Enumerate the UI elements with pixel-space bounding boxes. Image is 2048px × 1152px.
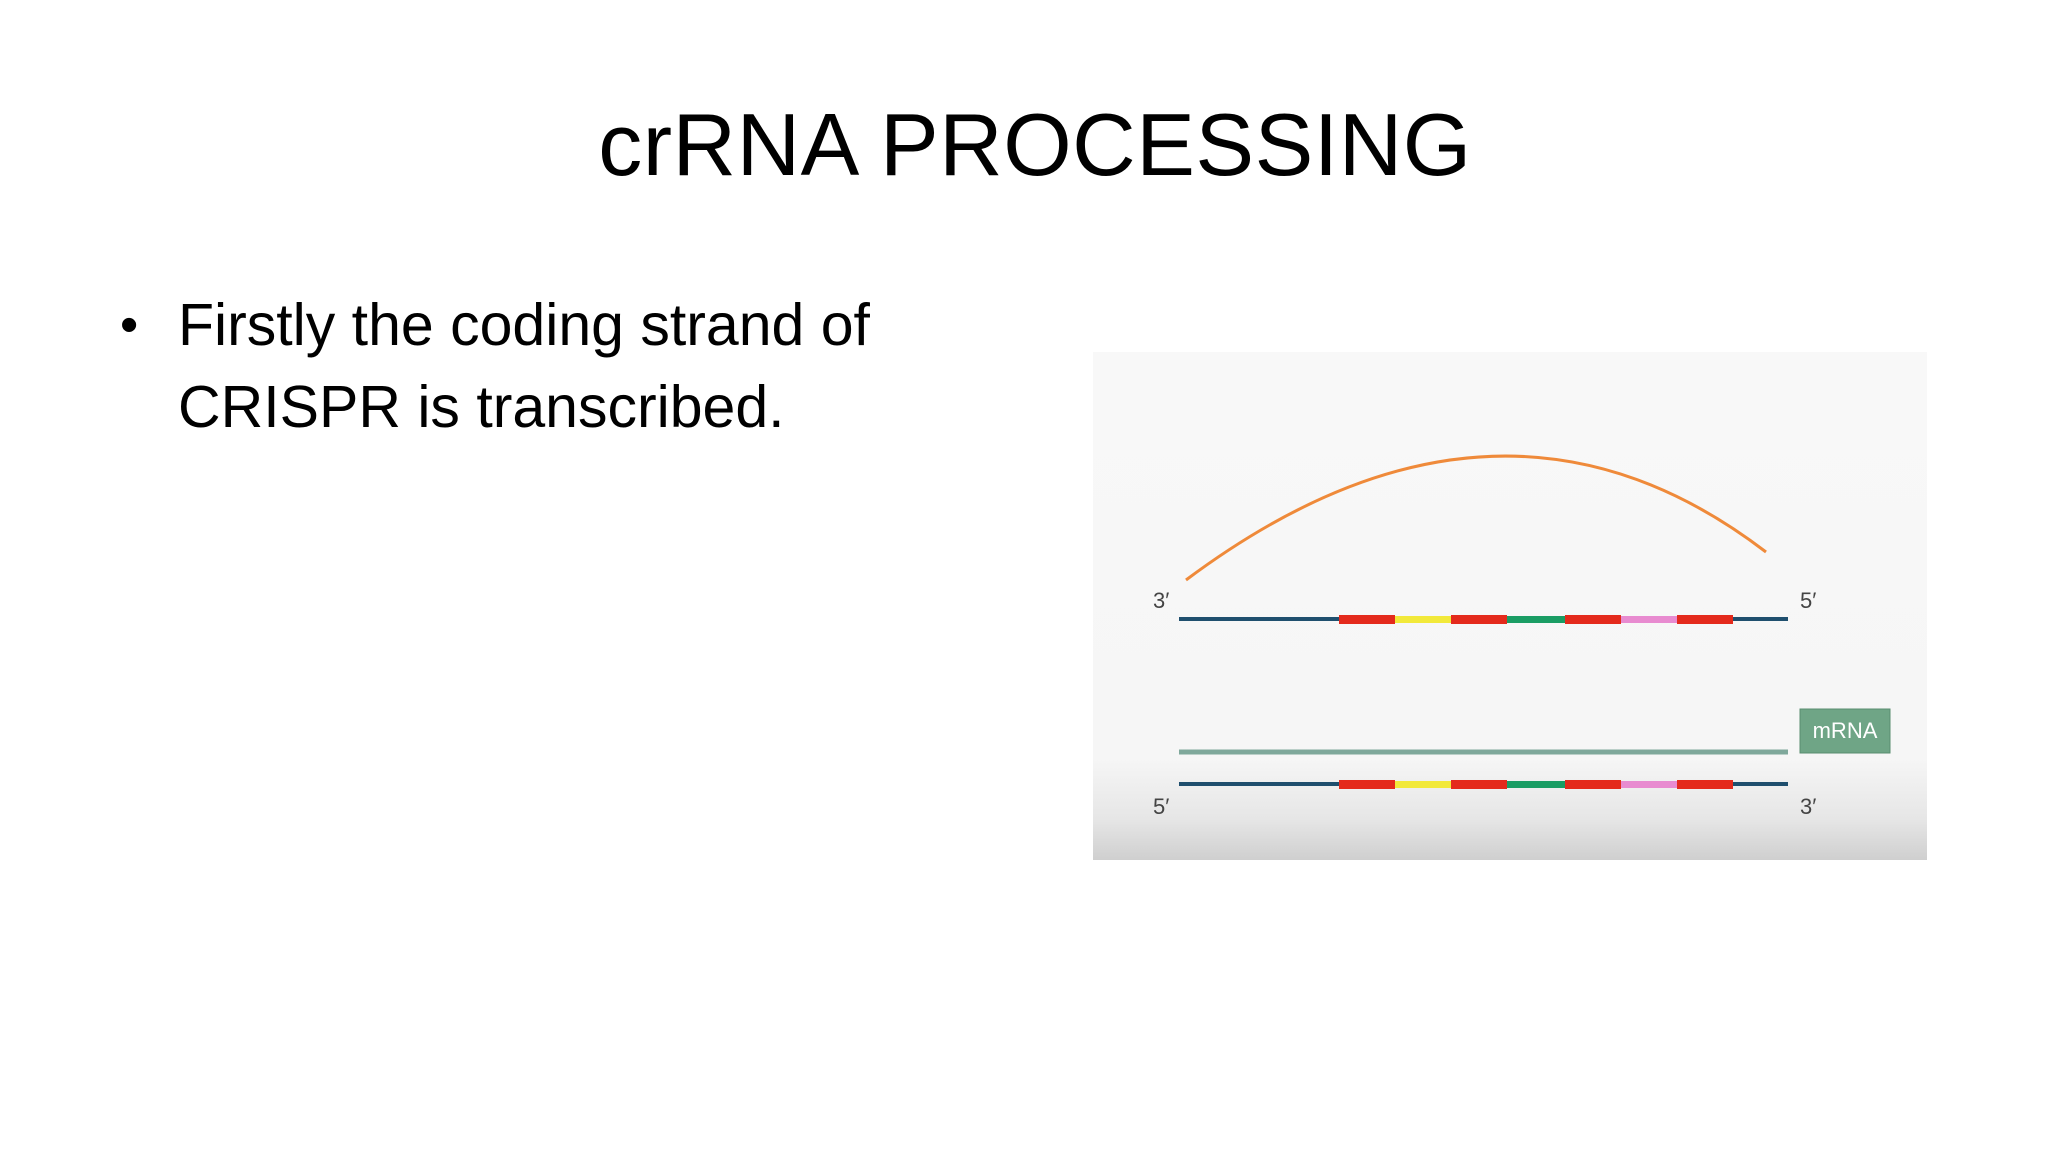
- transcription-diagram: 3′ 5′ mRNA 5: [1093, 352, 1927, 860]
- top-spacer-segment: [1395, 616, 1451, 623]
- bullet-item: • Firstly the coding strand of CRISPR is…: [112, 284, 1012, 448]
- bottom-spacer-segment: [1507, 781, 1565, 788]
- top-repeat-segment: [1565, 615, 1621, 624]
- bottom-repeat-segment: [1565, 780, 1621, 789]
- top-spacer-segment: [1621, 616, 1677, 623]
- bottom-right-end-label: 3′: [1800, 794, 1816, 819]
- top-repeat-segment: [1451, 615, 1507, 624]
- top-spacer-segment: [1507, 616, 1565, 623]
- bottom-strand-segments: [1339, 780, 1733, 789]
- bottom-repeat-segment: [1451, 780, 1507, 789]
- bottom-repeat-segment: [1339, 780, 1395, 789]
- bottom-repeat-segment: [1677, 780, 1733, 789]
- bullet-dot-icon: •: [120, 296, 139, 354]
- transcription-arc: [1185, 454, 1767, 582]
- top-strand-segments: [1339, 615, 1733, 624]
- bottom-left-end-label: 5′: [1153, 794, 1169, 819]
- top-repeat-segment: [1339, 615, 1395, 624]
- bullet-text: Firstly the coding strand of CRISPR is t…: [178, 292, 870, 440]
- bottom-spacer-segment: [1621, 781, 1677, 788]
- bullet-list: • Firstly the coding strand of CRISPR is…: [112, 284, 1012, 448]
- mrna-label-box: mRNA: [1799, 708, 1891, 754]
- diagram-background: [1093, 352, 1927, 860]
- top-right-end-label: 5′: [1800, 588, 1816, 613]
- bottom-dna-strand: 5′ 3′: [1153, 780, 1816, 819]
- bottom-spacer-segment: [1395, 781, 1451, 788]
- top-repeat-segment: [1677, 615, 1733, 624]
- mrna-label: mRNA: [1813, 718, 1878, 743]
- slide-title: crRNA PROCESSING: [598, 95, 1472, 194]
- mrna-label-bg: [1799, 708, 1891, 754]
- top-left-end-label: 3′: [1153, 588, 1169, 613]
- top-dna-strand: 3′ 5′: [1153, 588, 1816, 624]
- diagram-svg: 3′ 5′ mRNA 5: [1093, 352, 1927, 860]
